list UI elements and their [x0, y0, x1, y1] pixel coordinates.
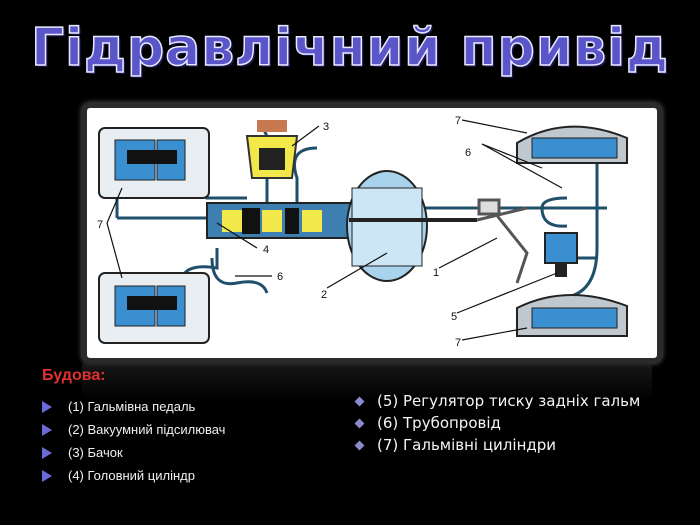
arrow-bullet-icon — [42, 400, 52, 413]
slide-title: Гідравлічний привід — [30, 17, 669, 79]
callout-7-left: 7 — [97, 219, 103, 231]
list-item: (3) Бачок — [42, 441, 342, 464]
diamond-bullet-icon — [354, 396, 365, 407]
vacuum-booster — [346, 170, 477, 282]
brake-diagram: 3 4 2 1 5 6 6 7 7 7 — [82, 103, 662, 363]
list-item: (7) Гальмівні циліндри — [352, 436, 652, 454]
front-right-brake — [516, 125, 628, 164]
arrow-bullet-icon — [42, 423, 52, 436]
rear-left-brake — [98, 272, 210, 344]
list-item: (4) Головний циліндр — [42, 464, 342, 487]
list-item: (1) Гальмівна педаль — [42, 395, 342, 418]
diamond-bullet-icon — [354, 440, 365, 451]
master-cylinder — [206, 202, 353, 239]
callout-5: 5 — [451, 311, 457, 323]
brake-diagram-drawing: 3 4 2 1 5 6 6 7 7 7 — [97, 115, 628, 349]
list-item: (6) Трубопровід — [352, 414, 652, 432]
diagram-reflection — [82, 360, 652, 400]
callout-7-bottom: 7 — [455, 337, 461, 349]
list-item: (5) Регулятор тиску задніх гальм — [352, 392, 652, 410]
front-left-brake — [98, 127, 210, 199]
rear-right-brake — [516, 294, 628, 337]
left-list: Будова: (1) Гальмівна педаль (2) Вакуумн… — [42, 367, 342, 487]
arrow-bullet-icon — [42, 446, 52, 459]
callout-7-top: 7 — [455, 115, 461, 127]
reservoir — [245, 120, 299, 179]
list-item: (2) Вакуумний підсилювач — [42, 418, 342, 441]
callout-1: 1 — [433, 267, 439, 279]
right-list: (5) Регулятор тиску задніх гальм (6) Тру… — [352, 392, 652, 458]
callout-3: 3 — [323, 121, 329, 133]
brake-pedal — [476, 198, 529, 284]
callout-6-left: 6 — [277, 271, 283, 283]
callout-4: 4 — [263, 244, 269, 256]
list-heading: Будова: — [42, 367, 106, 384]
arrow-bullet-icon — [42, 469, 52, 482]
callout-6-right: 6 — [465, 147, 471, 159]
callout-2: 2 — [321, 289, 327, 301]
pressure-regulator — [544, 232, 578, 277]
diamond-bullet-icon — [354, 418, 365, 429]
